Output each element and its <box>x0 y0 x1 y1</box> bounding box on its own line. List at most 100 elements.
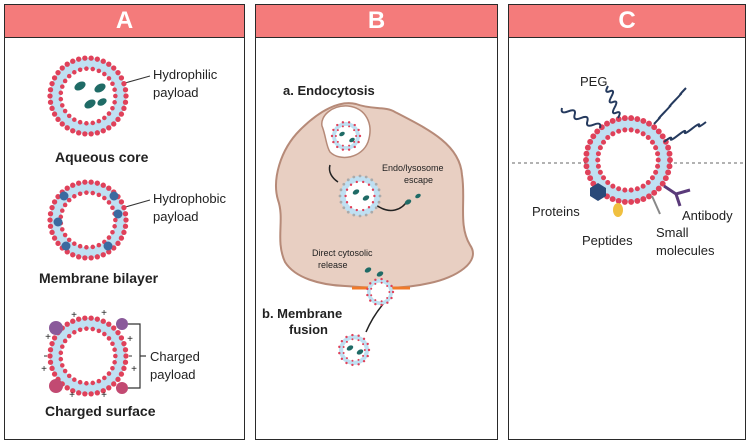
liposome-fusion-inner-head <box>357 358 360 361</box>
liposome-charged-inner-head <box>96 378 102 384</box>
liposome-fusion-inner-head <box>345 340 348 343</box>
liposome-fusion-outer-head <box>338 345 341 349</box>
endosome-outer-head <box>346 178 350 182</box>
liposome-charged-inner-head <box>62 368 68 374</box>
liposome-fusing-inner-head <box>386 297 389 300</box>
liposome-aqueous-inner-head <box>60 103 65 108</box>
liposome-charged-inner-head <box>72 330 77 335</box>
liposome-functionalized-inner-head <box>616 186 622 192</box>
liposome-functionalized-outer-head <box>583 150 590 157</box>
endosome-outer-head <box>374 206 378 210</box>
liposome-charged-outer-head <box>47 347 54 353</box>
endosome-inner-head <box>349 183 353 186</box>
liposome-hydrophobic-inner-head <box>66 237 72 243</box>
liposome-aqueous-inner-head <box>60 84 65 89</box>
liposome-endocytosed-outer-head <box>353 123 356 127</box>
liposome-hydrophobic-outer-head <box>106 185 112 191</box>
liposome-charged-inner-head <box>77 327 83 333</box>
liposome-functionalized-inner-head <box>595 157 601 163</box>
fusion-label-1: b. Membrane <box>262 306 342 321</box>
charged-label-1: Charged <box>150 349 200 364</box>
liposome-charged-inner-head <box>110 341 115 347</box>
liposome-aqueous-outer-head <box>94 130 100 136</box>
liposome-charged-outer-head <box>94 316 100 322</box>
liposome-functionalized-outer-head <box>646 193 652 200</box>
liposome-aqueous-inner-head <box>106 111 112 116</box>
internalization-arrow <box>328 164 339 183</box>
aqueous-core-label: Aqueous core <box>55 149 149 165</box>
endosome-inner-head <box>371 188 375 191</box>
liposome-functionalized-inner-head <box>610 131 616 137</box>
liposome-hydrophobic-outer-head <box>47 217 53 223</box>
liposome-hydrophobic-inner-head <box>110 205 115 211</box>
liposome-aqueous-outer-head <box>49 105 55 111</box>
liposome-functionalized-outer-head <box>609 117 616 124</box>
endosome-outer-head <box>377 200 381 204</box>
liposome-fusion-inner-head <box>342 345 345 348</box>
liposome-aqueous-outer-head <box>51 75 58 81</box>
charged-cargo <box>116 318 128 330</box>
liposome-fusing-outer-head <box>366 293 369 297</box>
liposome-aqueous-outer-head <box>47 87 54 93</box>
liposome-aqueous-inner-head <box>77 67 83 73</box>
liposome-endocytosed-outer-head <box>336 145 339 149</box>
panel-b-header: B <box>256 5 497 38</box>
liposome-endocytosed-outer-head <box>358 134 362 138</box>
liposome-hydrophobic-outer-head <box>64 185 70 191</box>
liposome-functionalized-inner-head <box>640 183 646 189</box>
endosome-outer-head <box>352 175 356 179</box>
liposome-charged-outer-head <box>64 321 70 327</box>
charge-sign: + <box>69 390 75 401</box>
liposome-aqueous-outer-head <box>76 130 82 136</box>
liposome-hydrophobic-outer-head <box>49 229 55 235</box>
liposome-fusion-outer-head <box>351 363 354 367</box>
liposome-fusion-outer-head <box>338 351 341 355</box>
liposome-charged-inner-head <box>62 338 68 344</box>
liposome-aqueous-core <box>60 68 116 124</box>
liposome-hydrophobic-inner-head <box>96 192 102 198</box>
liposome-charged-outer-head <box>100 388 106 394</box>
liposome-functionalized-outer-head <box>621 198 628 205</box>
liposome-functionalized-inner-head <box>634 186 640 192</box>
liposome-charged-inner-head <box>110 365 115 371</box>
peg-chain <box>605 85 621 119</box>
liposome-aqueous-outer-head <box>88 55 94 61</box>
liposome-hydrophobic-inner-head <box>90 244 96 250</box>
endocytosed-cargo <box>349 137 355 143</box>
peptides-label: Peptides <box>582 233 633 248</box>
liposome-charged-outer-head <box>76 390 82 396</box>
liposome-aqueous-inner-head <box>58 90 64 96</box>
liposome-charged-inner-head <box>60 344 65 349</box>
liposome-functionalized-outer-head <box>659 133 666 140</box>
liposome-charged-inner-head <box>113 353 118 359</box>
liposome-aqueous-outer-head <box>122 99 129 105</box>
liposome-functionalized-outer-head <box>659 180 666 187</box>
liposome-aqueous-inner-head <box>72 70 77 75</box>
liposome-charged-outer-head <box>122 347 129 353</box>
liposome-fusing-inner-head <box>374 299 377 302</box>
liposome-functionalized-outer-head <box>662 175 669 182</box>
endosome-outer-head <box>342 182 346 186</box>
charge-sign: + <box>71 310 77 321</box>
liposome-fusing-inner-head <box>370 287 373 290</box>
liposome-hydrophobic-outer-head <box>106 249 112 255</box>
endosome-outer-head <box>370 178 374 182</box>
liposome-fusing-outer-head <box>369 282 372 285</box>
endosome-inner-head <box>355 208 358 212</box>
charged-cargo <box>49 379 63 393</box>
liposome-functionalized-inner-head <box>628 127 634 133</box>
liposome-charged-outer-head <box>70 388 76 394</box>
hydrophilic-cargo <box>84 99 96 109</box>
endosome-outer-head <box>358 174 362 178</box>
liposome-aqueous-outer-head <box>100 58 106 64</box>
liposome-charged-outer-head <box>70 318 76 324</box>
liposome-charged-outer-head <box>88 391 94 397</box>
liposome-aqueous-inner-head <box>110 105 115 111</box>
hydrophobic-cargo <box>113 209 123 219</box>
liposome-functionalized-outer-head <box>628 198 635 205</box>
released-cargo <box>404 199 412 205</box>
liposome-functionalized-inner-head <box>649 139 655 145</box>
liposome-hydrophobic-outer-head <box>121 229 127 235</box>
liposome-aqueous-inner-head <box>96 68 102 74</box>
liposome-charged-outer-head <box>94 390 100 396</box>
